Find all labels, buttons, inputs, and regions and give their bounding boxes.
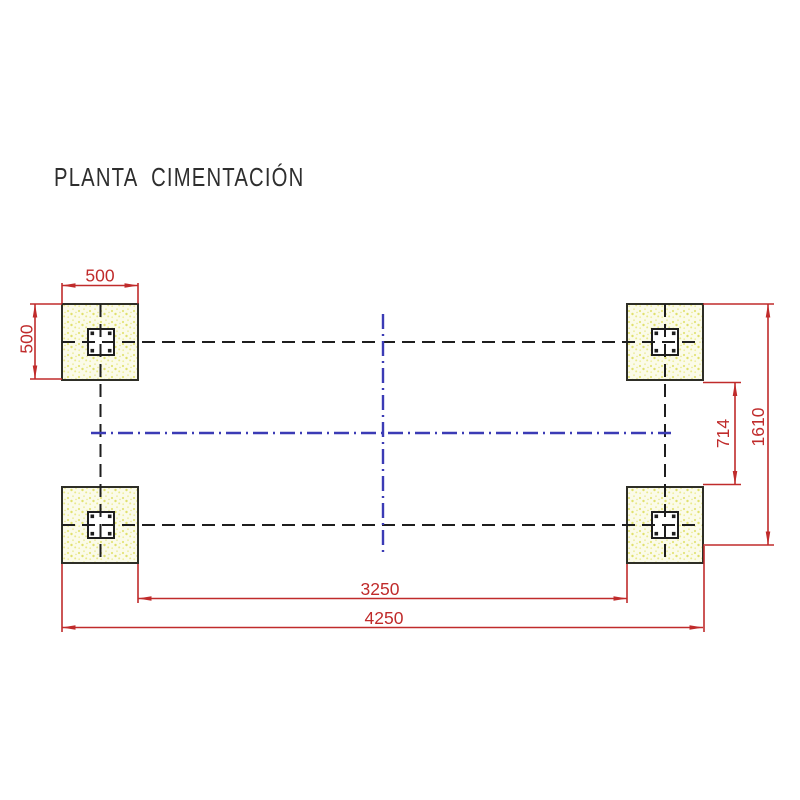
dimension-value: 714 (713, 419, 733, 448)
dimension-value: 500 (17, 324, 37, 353)
centerlines (91, 314, 671, 553)
dimension-value: 3250 (361, 579, 400, 599)
dimension-value: 4250 (365, 608, 404, 628)
dimension-inner-span-bottom: 3250 (137, 564, 628, 603)
dimension-clear-gap-right: 714 (703, 381, 741, 486)
dimension-value: 500 (85, 266, 114, 286)
dimension-overall-height-right: 1610 (703, 303, 774, 546)
dimension-footing-width: 500 (61, 266, 139, 304)
dimension-overall-span-bottom: 4250 (61, 546, 705, 632)
dimension-value: 1610 (748, 407, 768, 446)
page-title: PLANTA CIMENTACIÓN (54, 162, 305, 192)
dimension-footing-height: 500 (17, 303, 62, 380)
